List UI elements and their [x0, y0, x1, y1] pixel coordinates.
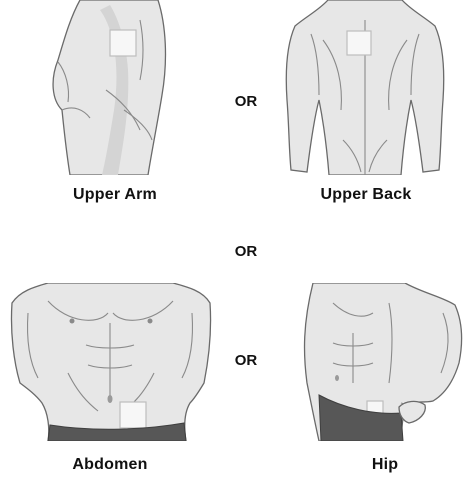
- label-abdomen: Abdomen: [40, 456, 180, 474]
- upper-back-illustration: [283, 0, 447, 175]
- label-hip: Hip: [315, 456, 455, 474]
- abdomen-illustration: [8, 283, 213, 441]
- label-upper-arm: Upper Arm: [45, 186, 185, 204]
- hip-illustration: [293, 283, 468, 441]
- upper-arm-illustration: [40, 0, 190, 175]
- or-connector-bottom: OR: [226, 352, 266, 369]
- or-connector-middle: OR: [226, 243, 266, 260]
- label-upper-back: Upper Back: [296, 186, 436, 204]
- patch-abdomen: [120, 402, 146, 428]
- patch-upper-back: [347, 31, 371, 55]
- or-connector-top: OR: [226, 93, 266, 110]
- patch-upper-arm: [110, 30, 136, 56]
